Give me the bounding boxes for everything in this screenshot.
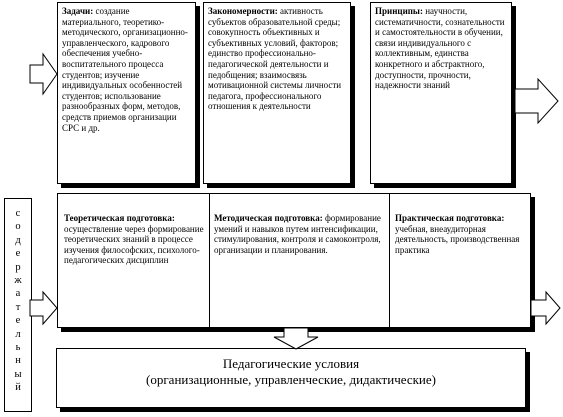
arrow-down-icon: [273, 327, 319, 350]
side-letter: л: [15, 328, 21, 340]
side-letter: й: [15, 382, 21, 394]
principles-text: Принципы: научности, систематичности, со…: [375, 6, 507, 91]
side-letter: о: [15, 221, 21, 233]
side-letter: е: [15, 248, 21, 260]
practical-text: Практическая подготовка: учебная, внеауд…: [395, 213, 525, 255]
theoretical-body: осуществление через формирование теорети…: [64, 223, 204, 266]
practical-body: учебная, внеаудиторная деятельность, про…: [395, 223, 520, 255]
training-divider-1: [209, 193, 210, 328]
regularities-box: [203, 2, 351, 184]
tasks-box: [57, 2, 196, 184]
arrow-right-icon: [530, 290, 561, 326]
side-letter: ы: [14, 368, 22, 380]
arrow-right-icon: [29, 290, 58, 326]
methodical-title: Методическая подготовка:: [214, 213, 323, 223]
side-letter: ь: [15, 342, 21, 354]
tasks-text: Задачи: создание материального, теоретик…: [62, 6, 190, 133]
tasks-title: Задачи:: [62, 6, 94, 16]
side-letter: р: [15, 261, 21, 273]
practical-title: Практическая подготовка:: [395, 213, 505, 223]
principles-box: [370, 2, 512, 184]
conditions-text: Педагогические условия (организационные,…: [56, 356, 526, 388]
arrow-right-icon: [514, 77, 559, 125]
training-divider-2: [389, 193, 390, 328]
training-box: [57, 193, 531, 328]
tasks-body: создание материального, теоретико-методи…: [62, 6, 188, 133]
methodical-text: Методическая подготовка: формирование ум…: [214, 213, 384, 255]
conditions-line-2: (организационные, управленческие, дидакт…: [146, 372, 436, 387]
arrow-right-icon: [29, 52, 58, 96]
side-letter: е: [15, 315, 21, 327]
principles-body: научности, систематичности, сознательнос…: [375, 6, 505, 91]
side-letter: н: [15, 355, 21, 367]
theoretical-title: Теоретическая подготовка:: [64, 213, 175, 223]
principles-title: Принципы:: [375, 6, 423, 16]
regularities-body: активность субъектов образовательной сре…: [208, 6, 342, 112]
side-letter: ж: [14, 275, 22, 287]
side-letter: с: [15, 208, 21, 219]
side-letter: т: [15, 301, 21, 313]
theoretical-text: Теоретическая подготовка: осуществление …: [64, 213, 204, 266]
conditions-line-1: Педагогические условия: [222, 356, 360, 371]
conditions-box: [56, 348, 526, 408]
side-letter: а: [15, 288, 21, 300]
methodical-body: формирование умений и навыков путем инте…: [214, 213, 381, 255]
regularities-text: Закономерности: активность субъектов обр…: [208, 6, 346, 112]
side-letter: д: [15, 234, 21, 246]
regularities-title: Закономерности:: [208, 6, 278, 16]
